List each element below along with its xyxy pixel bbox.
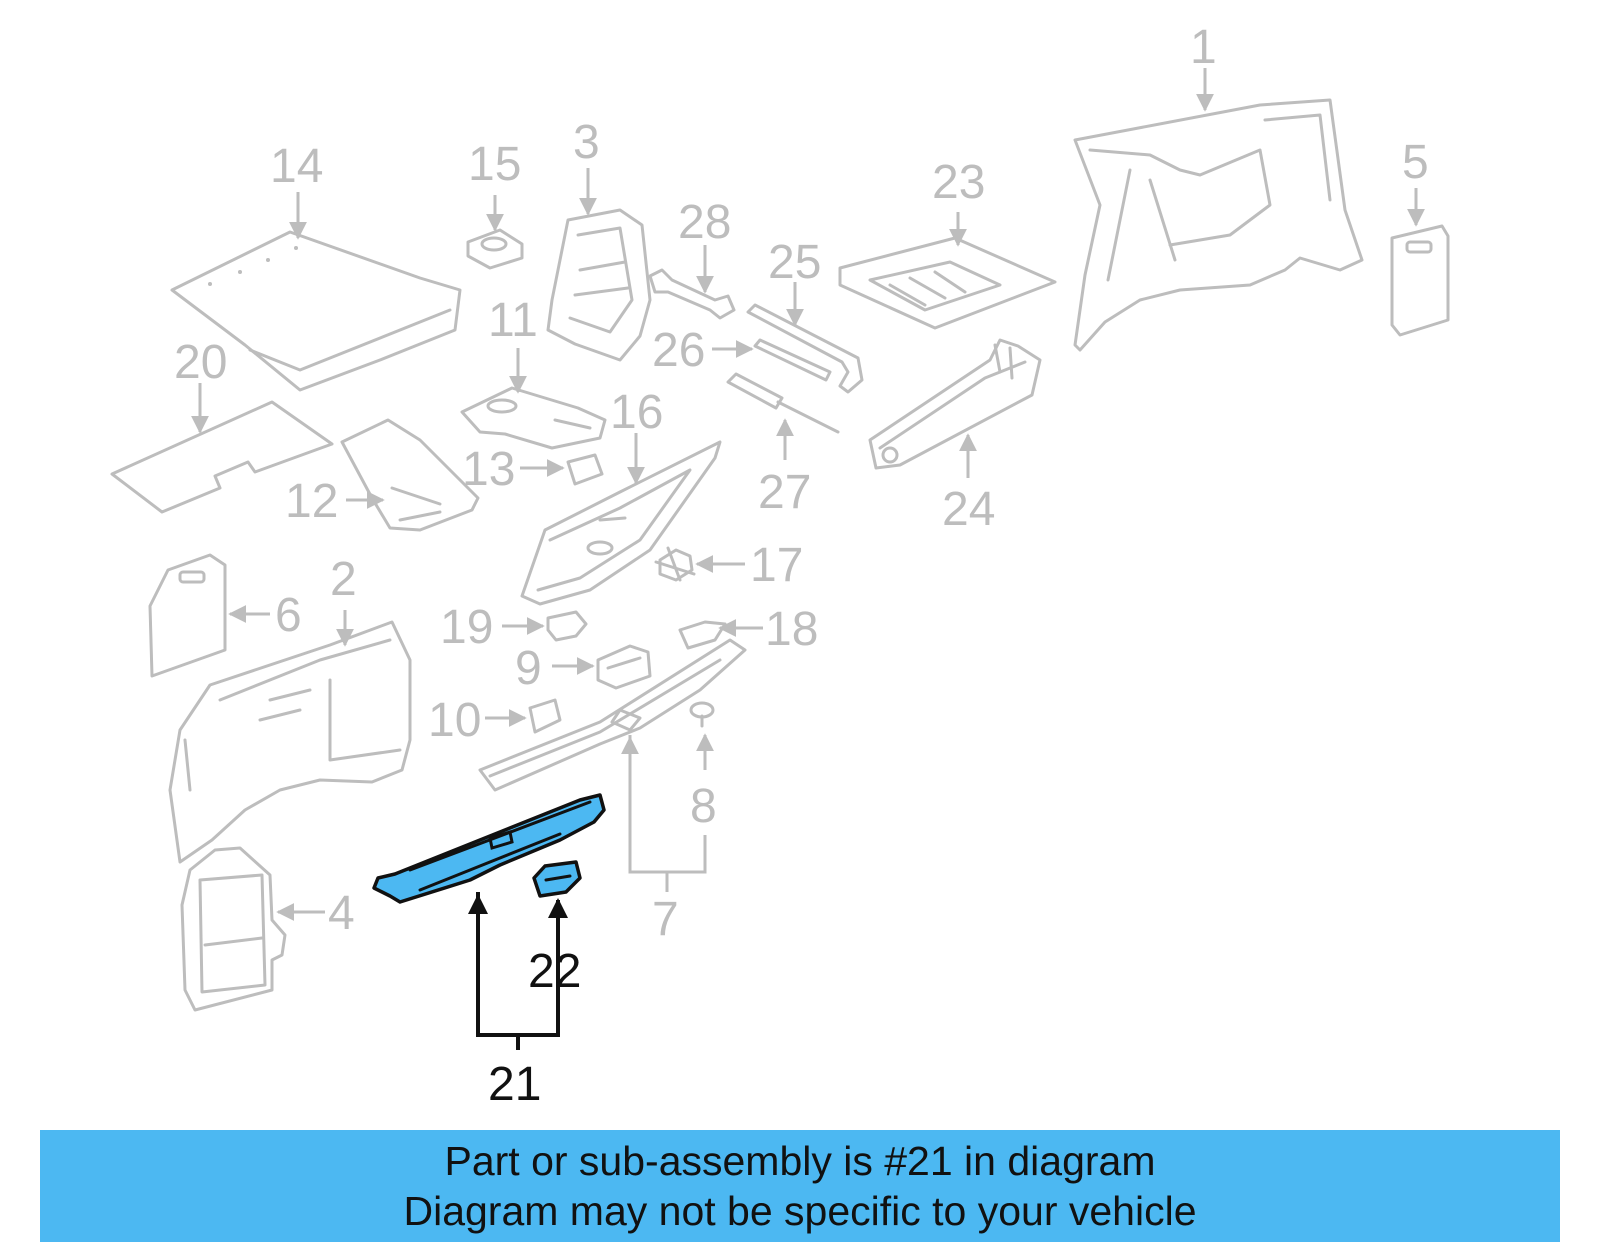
- callout-17: 17: [750, 539, 803, 592]
- callout-23: 23: [932, 156, 985, 209]
- callout-12: 12: [285, 475, 338, 528]
- part-6-panel: [148, 553, 227, 678]
- part-13-clip: [566, 453, 604, 486]
- part-18-clip: [678, 620, 727, 650]
- callout-24: 24: [942, 483, 995, 536]
- part-14-floor-panel: [170, 230, 462, 392]
- part-27-screwdriver: [726, 372, 840, 434]
- part-17-clip: [654, 546, 696, 582]
- callout-28: 28: [678, 196, 731, 249]
- callout-5: 5: [1402, 136, 1429, 189]
- callout-20: 20: [174, 336, 227, 389]
- callout-14: 14: [270, 140, 323, 193]
- callout-16: 16: [610, 386, 663, 439]
- callout-13: 13: [462, 443, 515, 496]
- callout-19: 19: [440, 601, 493, 654]
- callout-22: 22: [528, 945, 581, 998]
- part-12-bracket: [340, 418, 480, 532]
- callout-8: 8: [690, 780, 717, 833]
- callout-11: 11: [488, 294, 538, 347]
- part-2-quarter-trim: [168, 620, 412, 864]
- part-28-spanner: [648, 268, 736, 320]
- banner-line-2: Diagram may not be specific to your vehi…: [403, 1188, 1197, 1234]
- part-22-highlighted: [532, 860, 582, 898]
- part-1-quarter-trim: [1073, 98, 1364, 352]
- callout-1: 1: [1190, 21, 1217, 74]
- callout-3: 3: [573, 116, 600, 169]
- callout-7: 7: [652, 893, 679, 946]
- callout-9: 9: [515, 642, 542, 695]
- callout-10: 10: [428, 694, 481, 747]
- callout-26: 26: [652, 324, 705, 377]
- part-9-hook: [596, 644, 652, 690]
- part-16-side-trim: [520, 440, 722, 606]
- part-26-bar: [753, 338, 832, 382]
- part-5-panel: [1390, 224, 1450, 337]
- callout-25: 25: [768, 236, 821, 289]
- callout-27: 27: [758, 466, 811, 519]
- callout-21: 21: [488, 1058, 541, 1111]
- info-banner: Part or sub-assembly is #21 in diagram D…: [40, 1130, 1560, 1242]
- callout-18: 18: [765, 603, 818, 656]
- part-20-mat: [110, 400, 334, 514]
- part-8-push-clip: [689, 701, 715, 728]
- part-10-clip: [528, 698, 562, 734]
- part-23-tray: [838, 236, 1057, 330]
- callout-15: 15: [468, 138, 521, 191]
- part-24-jack: [868, 338, 1042, 470]
- callout-2: 2: [330, 553, 357, 606]
- part-7-sill-plate: [478, 638, 747, 792]
- part-21-highlighted: [372, 793, 606, 904]
- banner-line-1: Part or sub-assembly is #21 in diagram: [444, 1138, 1156, 1184]
- part-19-clip: [546, 610, 588, 642]
- part-15-clip: [466, 228, 524, 270]
- part-4-bin: [180, 846, 287, 1012]
- part-3-bracket: [546, 208, 652, 362]
- part-11-plate: [460, 386, 607, 450]
- callout-6: 6: [275, 589, 302, 642]
- callout-4: 4: [328, 887, 355, 940]
